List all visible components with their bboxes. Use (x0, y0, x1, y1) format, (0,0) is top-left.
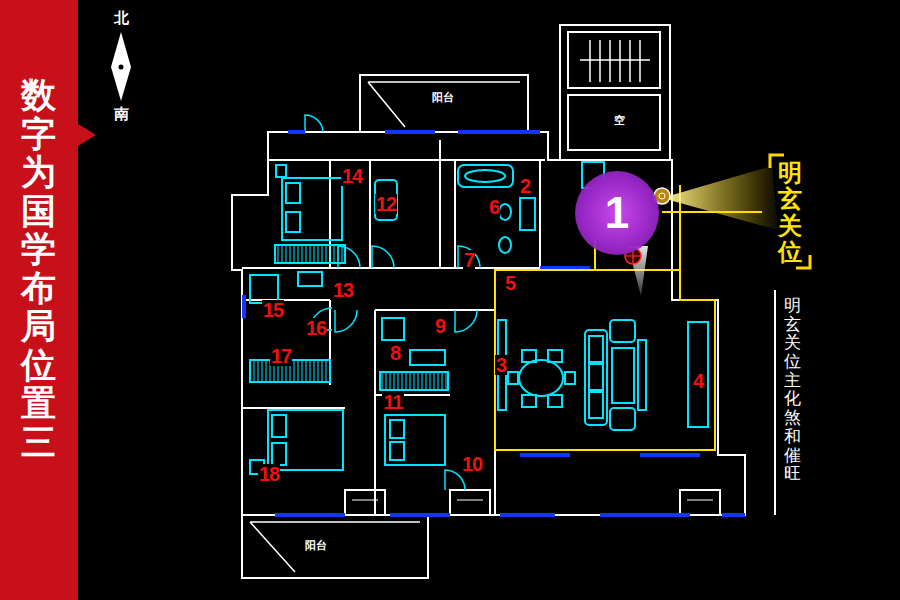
callout-number: 6 (488, 197, 500, 217)
highlight-circle: 1 (575, 171, 659, 255)
callout-number: 18 (258, 464, 280, 484)
callout-number: 14 (341, 166, 363, 186)
position-number: 1 (605, 191, 629, 235)
compass-letter: 南 (114, 107, 129, 122)
callout-number: 2 (519, 176, 531, 196)
light-beam (662, 166, 778, 230)
callout-number: 8 (389, 343, 401, 363)
callout-number: 5 (504, 273, 516, 293)
furniture (250, 162, 708, 474)
band-pointer (78, 124, 96, 146)
callout-number: 9 (434, 316, 446, 336)
room-name: 阳台 (304, 540, 328, 551)
compass-needle (111, 32, 131, 101)
callout-number: 15 (262, 300, 284, 320)
callout-number: 12 (375, 194, 397, 214)
living-room-outline (495, 185, 715, 450)
callout-title: 明玄关位 (778, 160, 802, 266)
callout-number: 16 (305, 318, 327, 338)
room-name: 阳台 (431, 92, 455, 103)
callout-number: 3 (495, 355, 507, 375)
callout-number: 10 (461, 454, 483, 474)
callout-number: 7 (463, 250, 475, 270)
callout-number: 11 (382, 392, 403, 412)
callout-number: 13 (332, 280, 354, 300)
note-column: 明玄关位主化煞和催旺 (784, 296, 801, 483)
windows (244, 132, 745, 515)
band-title: 数字为国学布局位置三 (21, 76, 56, 461)
door-swings (305, 115, 480, 490)
column-rule (774, 290, 776, 515)
walls (232, 25, 745, 578)
callout-number: 17 (270, 346, 292, 366)
leader-line (662, 211, 762, 213)
compass-letter: 北 (114, 11, 129, 26)
room-name: 空 (613, 115, 626, 126)
title-band: 数字为国学布局位置三 (0, 0, 78, 600)
callout-bracket (770, 155, 810, 268)
callout-number: 4 (692, 371, 704, 391)
